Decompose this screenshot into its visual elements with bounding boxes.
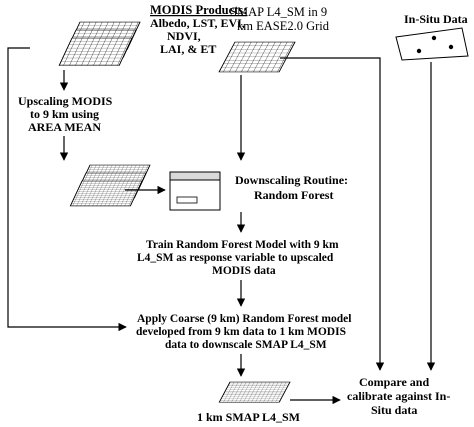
compare-line-3: Situ data [371,403,417,417]
train-line-3: MODIS data [212,265,276,277]
smap-label-line-1: SMAP L4_SM in 9 [230,5,327,19]
train-model-label: Train Random Forest Model with 9 km L4_S… [137,239,339,277]
upscaled-modis-grid-stack-icon [69,164,151,207]
compare-line-1: Compare and [359,375,429,389]
insitu-title: In-Situ Data [404,12,468,26]
insitu-site-dot [431,35,437,41]
downscaling-line-1: Downscaling Routine: [235,173,348,187]
insitu-label: In-Situ Data [404,12,468,26]
upscaling-line-2: to 9 km using [30,107,99,121]
flow-arrows [7,47,436,405]
train-line-2: L4_SM as response variable to upscaled [137,252,334,264]
output-label: 1 km SMAP L4_SM [197,410,300,424]
modis-grid-stack-icon [58,21,141,66]
apply-model-label: Apply Coarse (9 km) Random Forest model … [136,313,351,351]
arrow-modis-to-apply [7,47,127,332]
output-label-text: 1 km SMAP L4_SM [197,410,300,424]
modis-products-title: MODIS Products: [150,3,247,17]
upscaling-line-1: Upscaling MODIS [18,94,113,108]
smap-label-line-2: km EASE2.0 Grid [237,19,330,33]
downscaling-line-2: Random Forest [254,188,333,202]
modis-products-label: MODIS Products: Albedo, LST, EVI, NDVI, … [150,3,247,56]
smap-grid-icon [218,41,296,73]
compare-line-2: calibrate against In- [347,389,450,403]
insitu-site-dot [448,44,454,50]
apply-line-1: Apply Coarse (9 km) Random Forest model [137,313,351,325]
downscaling-label: Downscaling Routine: Random Forest [235,173,348,202]
modis-products-line-2: NDVI, [167,29,201,43]
upscaling-label: Upscaling MODIS to 9 km using AREA MEAN [18,94,113,134]
train-line-1: Train Random Forest Model with 9 km [146,239,339,251]
modis-products-line-1: Albedo, LST, EVI, [150,16,245,30]
insitu-site-map-icon [395,27,469,61]
smap-label: SMAP L4_SM in 9 km EASE2.0 Grid [230,5,330,33]
apply-line-3: data to downscale SMAP L4_SM [165,339,327,351]
compare-label: Compare and calibrate against In- Situ d… [347,375,450,417]
apply-line-2: developed from 9 km data to 1 km MODIS [136,326,346,338]
output-1km-grid-icon [218,381,291,403]
upscaling-line-3: AREA MEAN [28,120,101,134]
modis-products-line-3: LAI, & ET [160,42,216,56]
insitu-site-dot [416,48,422,54]
arrow-smap-to-compare [280,57,385,371]
random-forest-window-icon [169,171,221,211]
